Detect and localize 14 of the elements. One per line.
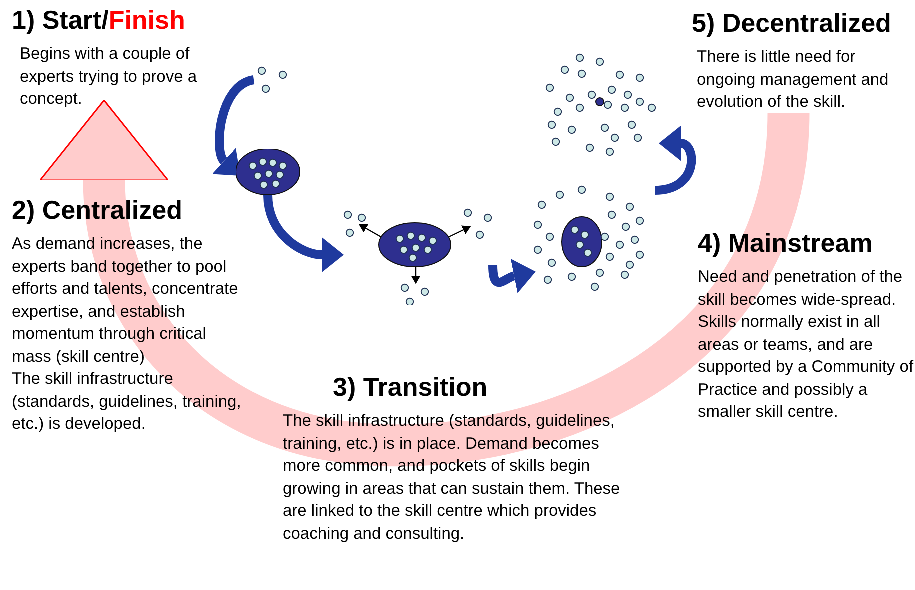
stage-heading: 2) Centralized — [12, 195, 182, 225]
cycle-arrow — [40, 100, 810, 466]
stage-description: The skill infrastructure (standards, guidelines, training, etc.) is developed. — [12, 369, 242, 435]
stage-heading: 1) Start/Finish — [12, 5, 186, 35]
stage-heading: 3) Transition — [333, 372, 488, 402]
stage-description: The skill infrastructure (standards, guidelines, training, etc.) is in place. Demand becomes more common, and pockets of skills begin growing in areas that can sustain them. These are linked to the skill centre which provides coaching and consulting. — [283, 411, 622, 544]
arrow — [264, 194, 344, 273]
stage-description: Need and penetration of the skill becomes wide-spread. Skills normally exist in all areas or teams, and are supported by a Community of Practice and possibly a smaller skill centre. — [698, 267, 915, 423]
stage-description: There is little need for ongoing management and evolution of the skill. — [697, 47, 890, 113]
arrow — [488, 259, 536, 293]
stage-description: As demand increases, the experts band together to pool efforts and talents, concentrate expertise, and establish momentum through critical mass (skill centre) — [12, 234, 240, 368]
stage-heading: 5) Decentralized — [692, 8, 892, 38]
stage-heading: 4) Mainstream — [698, 228, 873, 258]
stage-description: Begins with a couple of experts trying to prove a concept. — [20, 44, 198, 110]
